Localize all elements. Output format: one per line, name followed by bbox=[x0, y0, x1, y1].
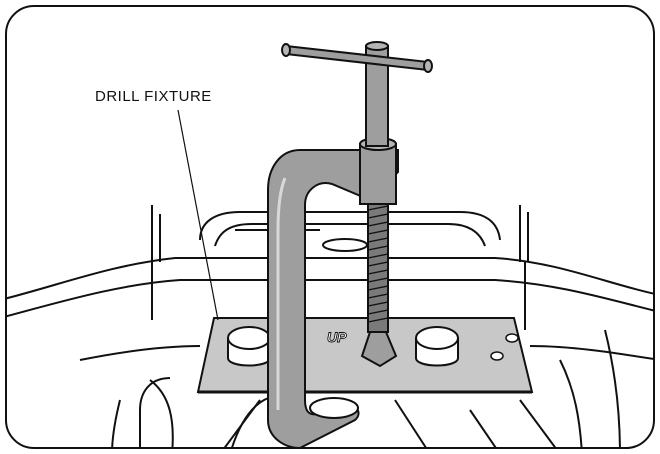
c-clamp bbox=[267, 41, 433, 448]
up-stamp: UP bbox=[327, 329, 347, 345]
figure-border bbox=[5, 5, 655, 449]
callout-leader bbox=[177, 109, 219, 321]
drill-fixture-label: DRILL FIXTURE bbox=[95, 88, 212, 105]
